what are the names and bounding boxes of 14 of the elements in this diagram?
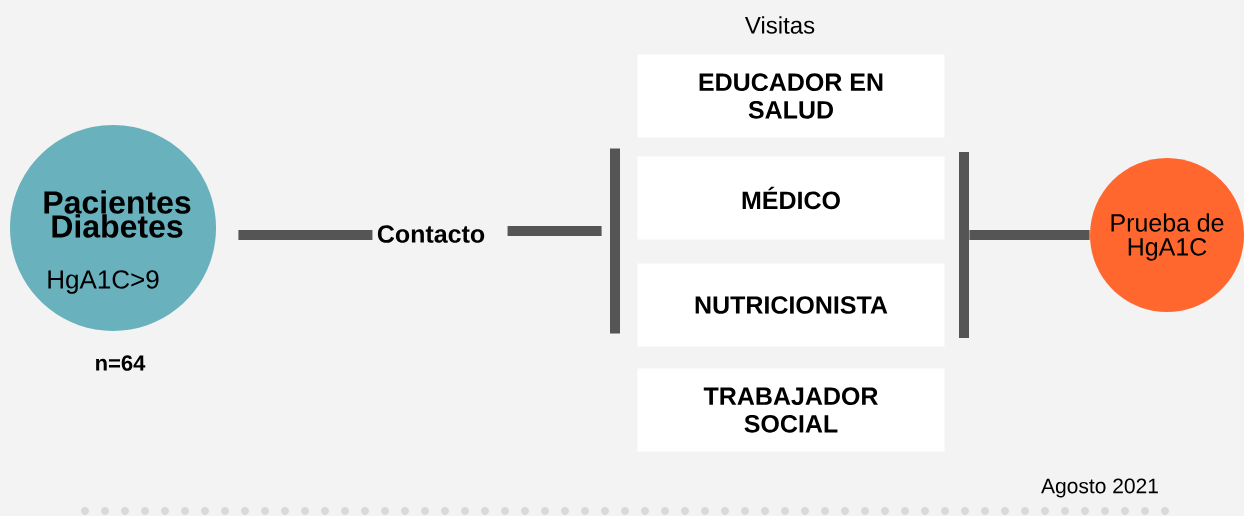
circle-node: Pacientes Diabetes HgA1C>9 — [10, 125, 216, 331]
connector-line — [969, 230, 1090, 240]
connector-line — [238, 230, 373, 240]
edge-text: Contacto — [377, 225, 485, 243]
role-box: EDUCADOR EN SALUD — [637, 54, 945, 138]
beside-label: n=64 — [96, 355, 146, 371]
circle-node: Prueba de HgA1C — [1090, 158, 1244, 312]
role-box: NUTRICIONISTA — [637, 263, 945, 347]
vertical-bar — [959, 152, 969, 338]
connector-line — [507, 226, 602, 236]
role-box: MÉDICO — [637, 156, 945, 240]
vertical-bar — [610, 148, 620, 334]
role-box: TRABAJADOR SOCIAL — [637, 368, 945, 452]
text-label: Agosto 2021 — [1041, 478, 1158, 498]
